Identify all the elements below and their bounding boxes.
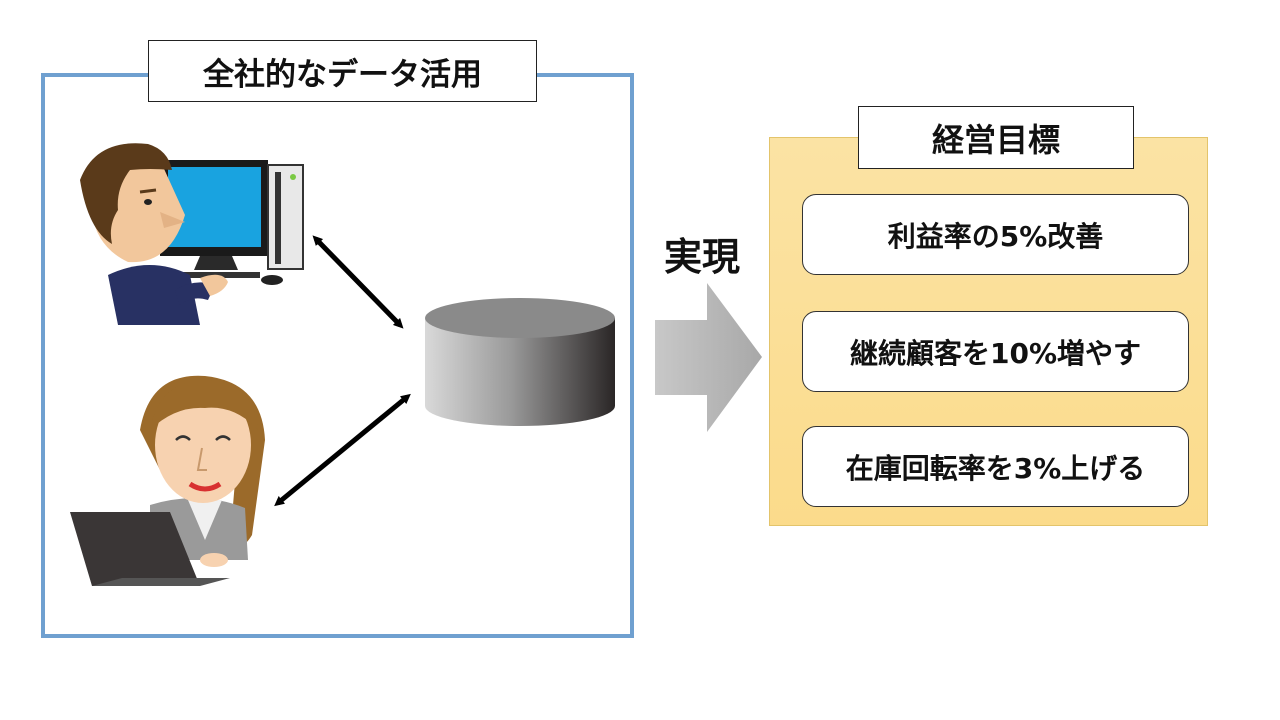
realize-label: 実現 bbox=[664, 235, 741, 279]
double-arrow-top-icon bbox=[312, 235, 404, 329]
data-usage-title: 全社的なデータ活用 bbox=[148, 40, 537, 102]
realize-arrow-icon bbox=[655, 283, 762, 432]
woman-at-laptop-icon bbox=[70, 375, 265, 586]
goal-item: 継続顧客を10%増やす bbox=[802, 311, 1189, 392]
double-arrow-bottom-icon bbox=[274, 393, 411, 507]
goal-item: 在庫回転率を3%上げる bbox=[802, 426, 1189, 507]
man-at-computer-icon bbox=[80, 143, 304, 325]
goals-title: 経営目標 bbox=[858, 106, 1134, 169]
database-icon bbox=[425, 298, 615, 426]
goal-item: 利益率の5%改善 bbox=[802, 194, 1189, 275]
